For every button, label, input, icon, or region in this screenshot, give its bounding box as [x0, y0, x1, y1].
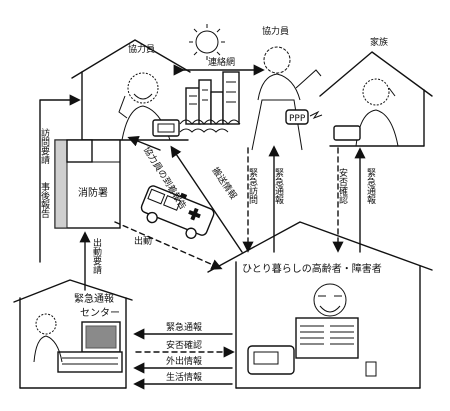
svg-text:緊急通報: 緊急通報	[166, 321, 202, 333]
svg-text:出動: 出動	[134, 235, 152, 247]
elderly-figure	[247, 283, 377, 377]
visit-report-link: 訪問要請 事後報告	[39, 94, 81, 263]
telephone-icon	[247, 345, 295, 375]
svg-text:緊急通報: 緊急通報	[273, 168, 284, 205]
svg-text:連絡網: 連絡網	[208, 56, 235, 68]
center-label-1: 緊急通報	[74, 292, 114, 305]
emergency-visit-link: 緊急訪問	[242, 147, 258, 253]
svg-text:安否確認: 安否確認	[166, 339, 202, 351]
svg-text:緊急訪問: 緊急訪問	[247, 168, 258, 205]
fire-station-building: 消防署	[54, 139, 121, 229]
svg-text:安否確認: 安否確認	[337, 167, 348, 205]
emergency-call-center-link: 緊急通報	[268, 145, 284, 253]
svg-text:生活情報: 生活情報	[166, 371, 202, 383]
safety-check-family-link: 安否確認	[332, 147, 348, 253]
emergency-center-building: 緊急通報 センター	[13, 279, 133, 389]
elderly-label: ひとり暮らしの高齢者・障害者	[242, 262, 382, 275]
safety-check-link: 安否確認	[135, 339, 235, 358]
emergency-call-family-link: 緊急通報	[354, 147, 376, 253]
helper-left-figure	[118, 72, 180, 141]
life-info-link: 生活情報	[133, 371, 233, 390]
svg-text:出動要請: 出動要請	[91, 237, 102, 275]
city-buildings	[179, 71, 241, 133]
dispatch-link: 出動	[114, 221, 223, 270]
svg-text:緊急通報: 緊急通報	[365, 168, 376, 205]
svg-text:外出情報: 外出情報	[166, 355, 202, 367]
family-label: 家族	[370, 36, 388, 48]
elderly-house: ひとり暮らしの高齢者・障害者	[207, 221, 433, 389]
ambulance-icon	[140, 185, 215, 239]
helper-left-house: 協力員	[71, 39, 191, 141]
family-figure	[333, 78, 399, 147]
fire-station-label: 消防署	[78, 186, 108, 199]
contact-net-link: 連絡網	[173, 56, 265, 76]
computer-terminal-icon	[57, 321, 123, 373]
svg-text:搬送情報: 搬送情報	[210, 165, 240, 202]
svg-text:PPP: PPP	[289, 114, 306, 124]
emergency-call-link: 緊急通報	[133, 321, 233, 340]
helper-left-label: 協力員	[128, 43, 155, 55]
family-house: 家族	[319, 36, 433, 147]
dispatch-request-link: 出動要請	[79, 231, 102, 291]
helper-center-label: 協力員	[262, 25, 289, 37]
info-links: 緊急通報 安否確認 外出情報 生活情報	[133, 321, 235, 390]
svg-text:訪問要請: 訪問要請	[39, 127, 50, 165]
telephone-icon	[333, 125, 361, 141]
pager-icon	[285, 109, 309, 125]
outing-info-link: 外出情報	[133, 355, 233, 374]
sun-icon	[189, 24, 225, 60]
operator-figure	[33, 313, 63, 363]
helper-center-figure: 協力員 PPP	[251, 25, 323, 151]
telephone-icon	[152, 119, 180, 137]
svg-text:事後報告: 事後報告	[39, 181, 50, 219]
center-label-2: センター	[80, 307, 120, 319]
